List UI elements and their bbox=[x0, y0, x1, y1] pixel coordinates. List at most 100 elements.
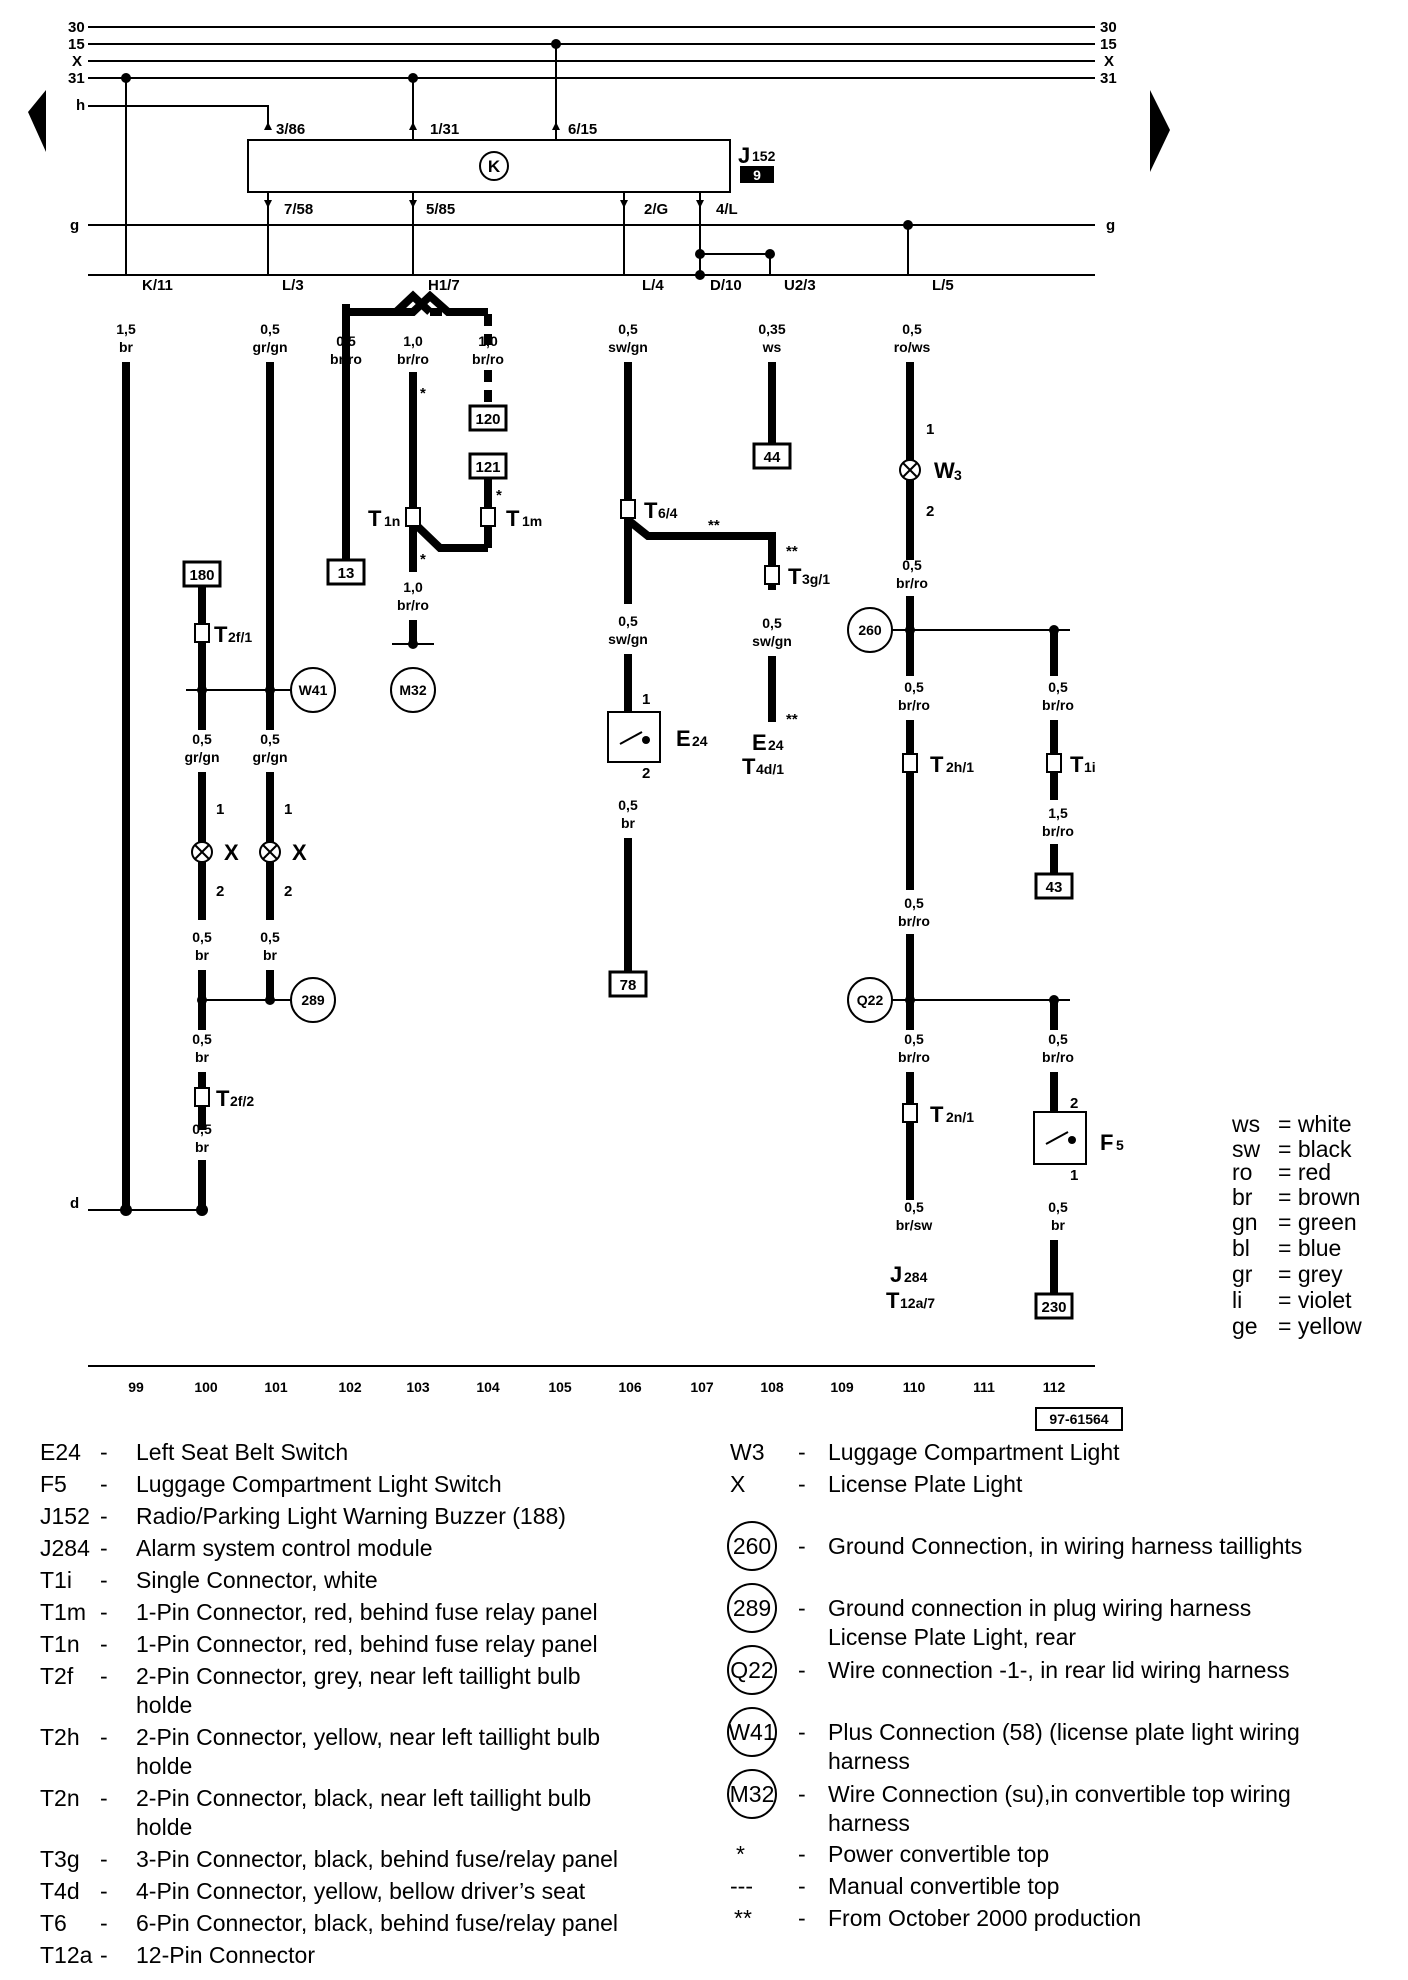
wire-108-color: ws bbox=[762, 339, 782, 355]
box-78-label: 78 bbox=[620, 977, 637, 994]
column-numbers: 99 100 101 102 103 104 105 106 107 108 1… bbox=[128, 1379, 1065, 1395]
circle-260[interactable] bbox=[847, 607, 893, 653]
svg-text:Radio/Parking Light Warning Bu: Radio/Parking Light Warning Buzzer (188) bbox=[136, 1503, 566, 1529]
t3g1-sub: 3g/1 bbox=[802, 571, 830, 587]
next-page-arrow-icon[interactable] bbox=[1150, 90, 1170, 172]
conn-d10: D/10 bbox=[710, 277, 742, 294]
wire-101b-color: br bbox=[263, 947, 278, 963]
wire-101b-size: 0,5 bbox=[260, 929, 280, 945]
svg-text:Ground connection in plug wiri: Ground connection in plug wiring harness bbox=[828, 1595, 1251, 1621]
wire-110c-color: br/ro bbox=[898, 697, 930, 713]
svg-text:ro: ro bbox=[1232, 1159, 1252, 1185]
wire-101-size: 0,5 bbox=[260, 321, 280, 337]
star-121: * bbox=[496, 487, 502, 504]
svg-text:harness: harness bbox=[828, 1810, 910, 1836]
legend-circle-q22 bbox=[727, 1645, 777, 1695]
wire-100b-color: br bbox=[195, 947, 210, 963]
pin-6-15: 6/15 bbox=[568, 121, 597, 138]
t2h1-connector-icon bbox=[902, 753, 918, 773]
rail-g-right: g bbox=[1106, 217, 1115, 234]
box-120[interactable] bbox=[468, 404, 508, 432]
circle-q22[interactable] bbox=[847, 977, 893, 1023]
relay-j152[interactable]: K J 152 9 bbox=[247, 139, 776, 193]
w3-pin1: 1 bbox=[926, 421, 934, 438]
svg-text:Manual convertible top: Manual convertible top bbox=[828, 1873, 1059, 1899]
svg-text:Wire Connection (su),in conver: Wire Connection (su),in convertible top … bbox=[828, 1781, 1291, 1807]
wire-112c-color: br/ro bbox=[1042, 1049, 1074, 1065]
t1m-connector-icon bbox=[480, 507, 496, 527]
box-230[interactable] bbox=[1034, 1292, 1074, 1320]
t2h1-label: T bbox=[930, 752, 944, 777]
box-43[interactable] bbox=[1034, 872, 1074, 900]
conn-k11: K/11 bbox=[142, 277, 173, 294]
legend-circle-260 bbox=[727, 1521, 777, 1571]
t1i-connector-icon bbox=[1046, 753, 1062, 773]
x2-pin2: 2 bbox=[284, 883, 292, 900]
svg-text:-: - bbox=[798, 1841, 806, 1867]
svg-text:103: 103 bbox=[406, 1379, 430, 1395]
svg-text:T4d: T4d bbox=[40, 1878, 80, 1904]
svg-text:W3: W3 bbox=[730, 1439, 765, 1465]
svg-text:2-Pin Connector, black, near l: 2-Pin Connector, black, near left tailli… bbox=[136, 1785, 591, 1811]
t2f2-connector-icon bbox=[194, 1087, 210, 1107]
legend-left: E24-Left Seat Belt Switch F5-Luggage Com… bbox=[40, 1439, 618, 1968]
wire-108b-size: 0,5 bbox=[762, 615, 782, 631]
svg-text:-: - bbox=[100, 1942, 108, 1968]
svg-text:1-Pin Connector, red, behind f: 1-Pin Connector, red, behind fuse relay … bbox=[136, 1631, 598, 1657]
svg-text:harness: harness bbox=[828, 1748, 910, 1774]
svg-text:T1n: T1n bbox=[40, 1631, 80, 1657]
svg-text:= grey: = grey bbox=[1278, 1261, 1343, 1287]
svg-text:ge: ge bbox=[1232, 1313, 1258, 1339]
svg-text:X: X bbox=[730, 1471, 745, 1497]
svg-text:Luggage Compartment Light: Luggage Compartment Light bbox=[828, 1439, 1120, 1465]
t3g1-label: T bbox=[788, 564, 802, 589]
f5-pin1: 1 bbox=[1070, 1167, 1078, 1184]
svg-text:li: li bbox=[1232, 1287, 1242, 1313]
svg-text:109: 109 bbox=[830, 1379, 854, 1395]
t2f1-label: T bbox=[214, 622, 228, 647]
svg-text:-: - bbox=[798, 1657, 806, 1683]
box-13[interactable] bbox=[326, 558, 366, 586]
svg-text:*: * bbox=[736, 1841, 745, 1867]
wire-103-color: br/ro bbox=[397, 351, 429, 367]
svg-text:106: 106 bbox=[618, 1379, 642, 1395]
svg-text:= yellow: = yellow bbox=[1278, 1313, 1362, 1339]
svg-text:-: - bbox=[798, 1905, 806, 1931]
t2n1-sub: 2n/1 bbox=[946, 1109, 974, 1125]
rail-31-right: 31 bbox=[1100, 70, 1117, 87]
rail-g-left: g bbox=[70, 217, 79, 234]
svg-text:108: 108 bbox=[760, 1379, 784, 1395]
wire-112d-size: 0,5 bbox=[1048, 1199, 1068, 1215]
box-121-label: 121 bbox=[475, 459, 500, 476]
svg-text:101: 101 bbox=[264, 1379, 288, 1395]
wire-100d-color: br bbox=[195, 1139, 210, 1155]
svg-text:Left Seat Belt Switch: Left Seat Belt Switch bbox=[136, 1439, 348, 1465]
svg-text:-: - bbox=[100, 1663, 108, 1689]
wire-110d-color: br/ro bbox=[898, 913, 930, 929]
j284-sub: 284 bbox=[904, 1269, 928, 1285]
circle-w41[interactable] bbox=[290, 667, 336, 713]
svg-text:sw: sw bbox=[1232, 1136, 1261, 1162]
t12a7-sub: 12a/7 bbox=[900, 1295, 935, 1311]
t1n-connector-icon bbox=[405, 507, 421, 527]
svg-text:-: - bbox=[798, 1439, 806, 1465]
box-180[interactable] bbox=[182, 560, 222, 588]
svg-text:2-Pin Connector, yellow, near: 2-Pin Connector, yellow, near left taill… bbox=[136, 1724, 600, 1750]
svg-text:Plus Connection (58) (license: Plus Connection (58) (license plate ligh… bbox=[828, 1719, 1300, 1745]
circle-289[interactable] bbox=[290, 977, 336, 1023]
prev-page-arrow-icon[interactable] bbox=[28, 90, 46, 152]
rail-d-label: d bbox=[70, 1195, 79, 1212]
wire-100a-size: 0,5 bbox=[192, 731, 212, 747]
stars-108b: ** bbox=[786, 711, 798, 728]
box-44[interactable] bbox=[752, 442, 792, 470]
svg-text:holde: holde bbox=[136, 1692, 192, 1718]
rail-30-right: 30 bbox=[1100, 19, 1117, 36]
box-78[interactable] bbox=[608, 970, 648, 998]
svg-text:-: - bbox=[100, 1471, 108, 1497]
wire-110d-size: 0,5 bbox=[904, 895, 924, 911]
t2h1-sub: 2h/1 bbox=[946, 759, 974, 775]
svg-text:-: - bbox=[798, 1873, 806, 1899]
rail-31-left: 31 bbox=[68, 70, 85, 87]
circle-m32[interactable] bbox=[390, 667, 436, 713]
t1i-label: T bbox=[1070, 752, 1084, 777]
